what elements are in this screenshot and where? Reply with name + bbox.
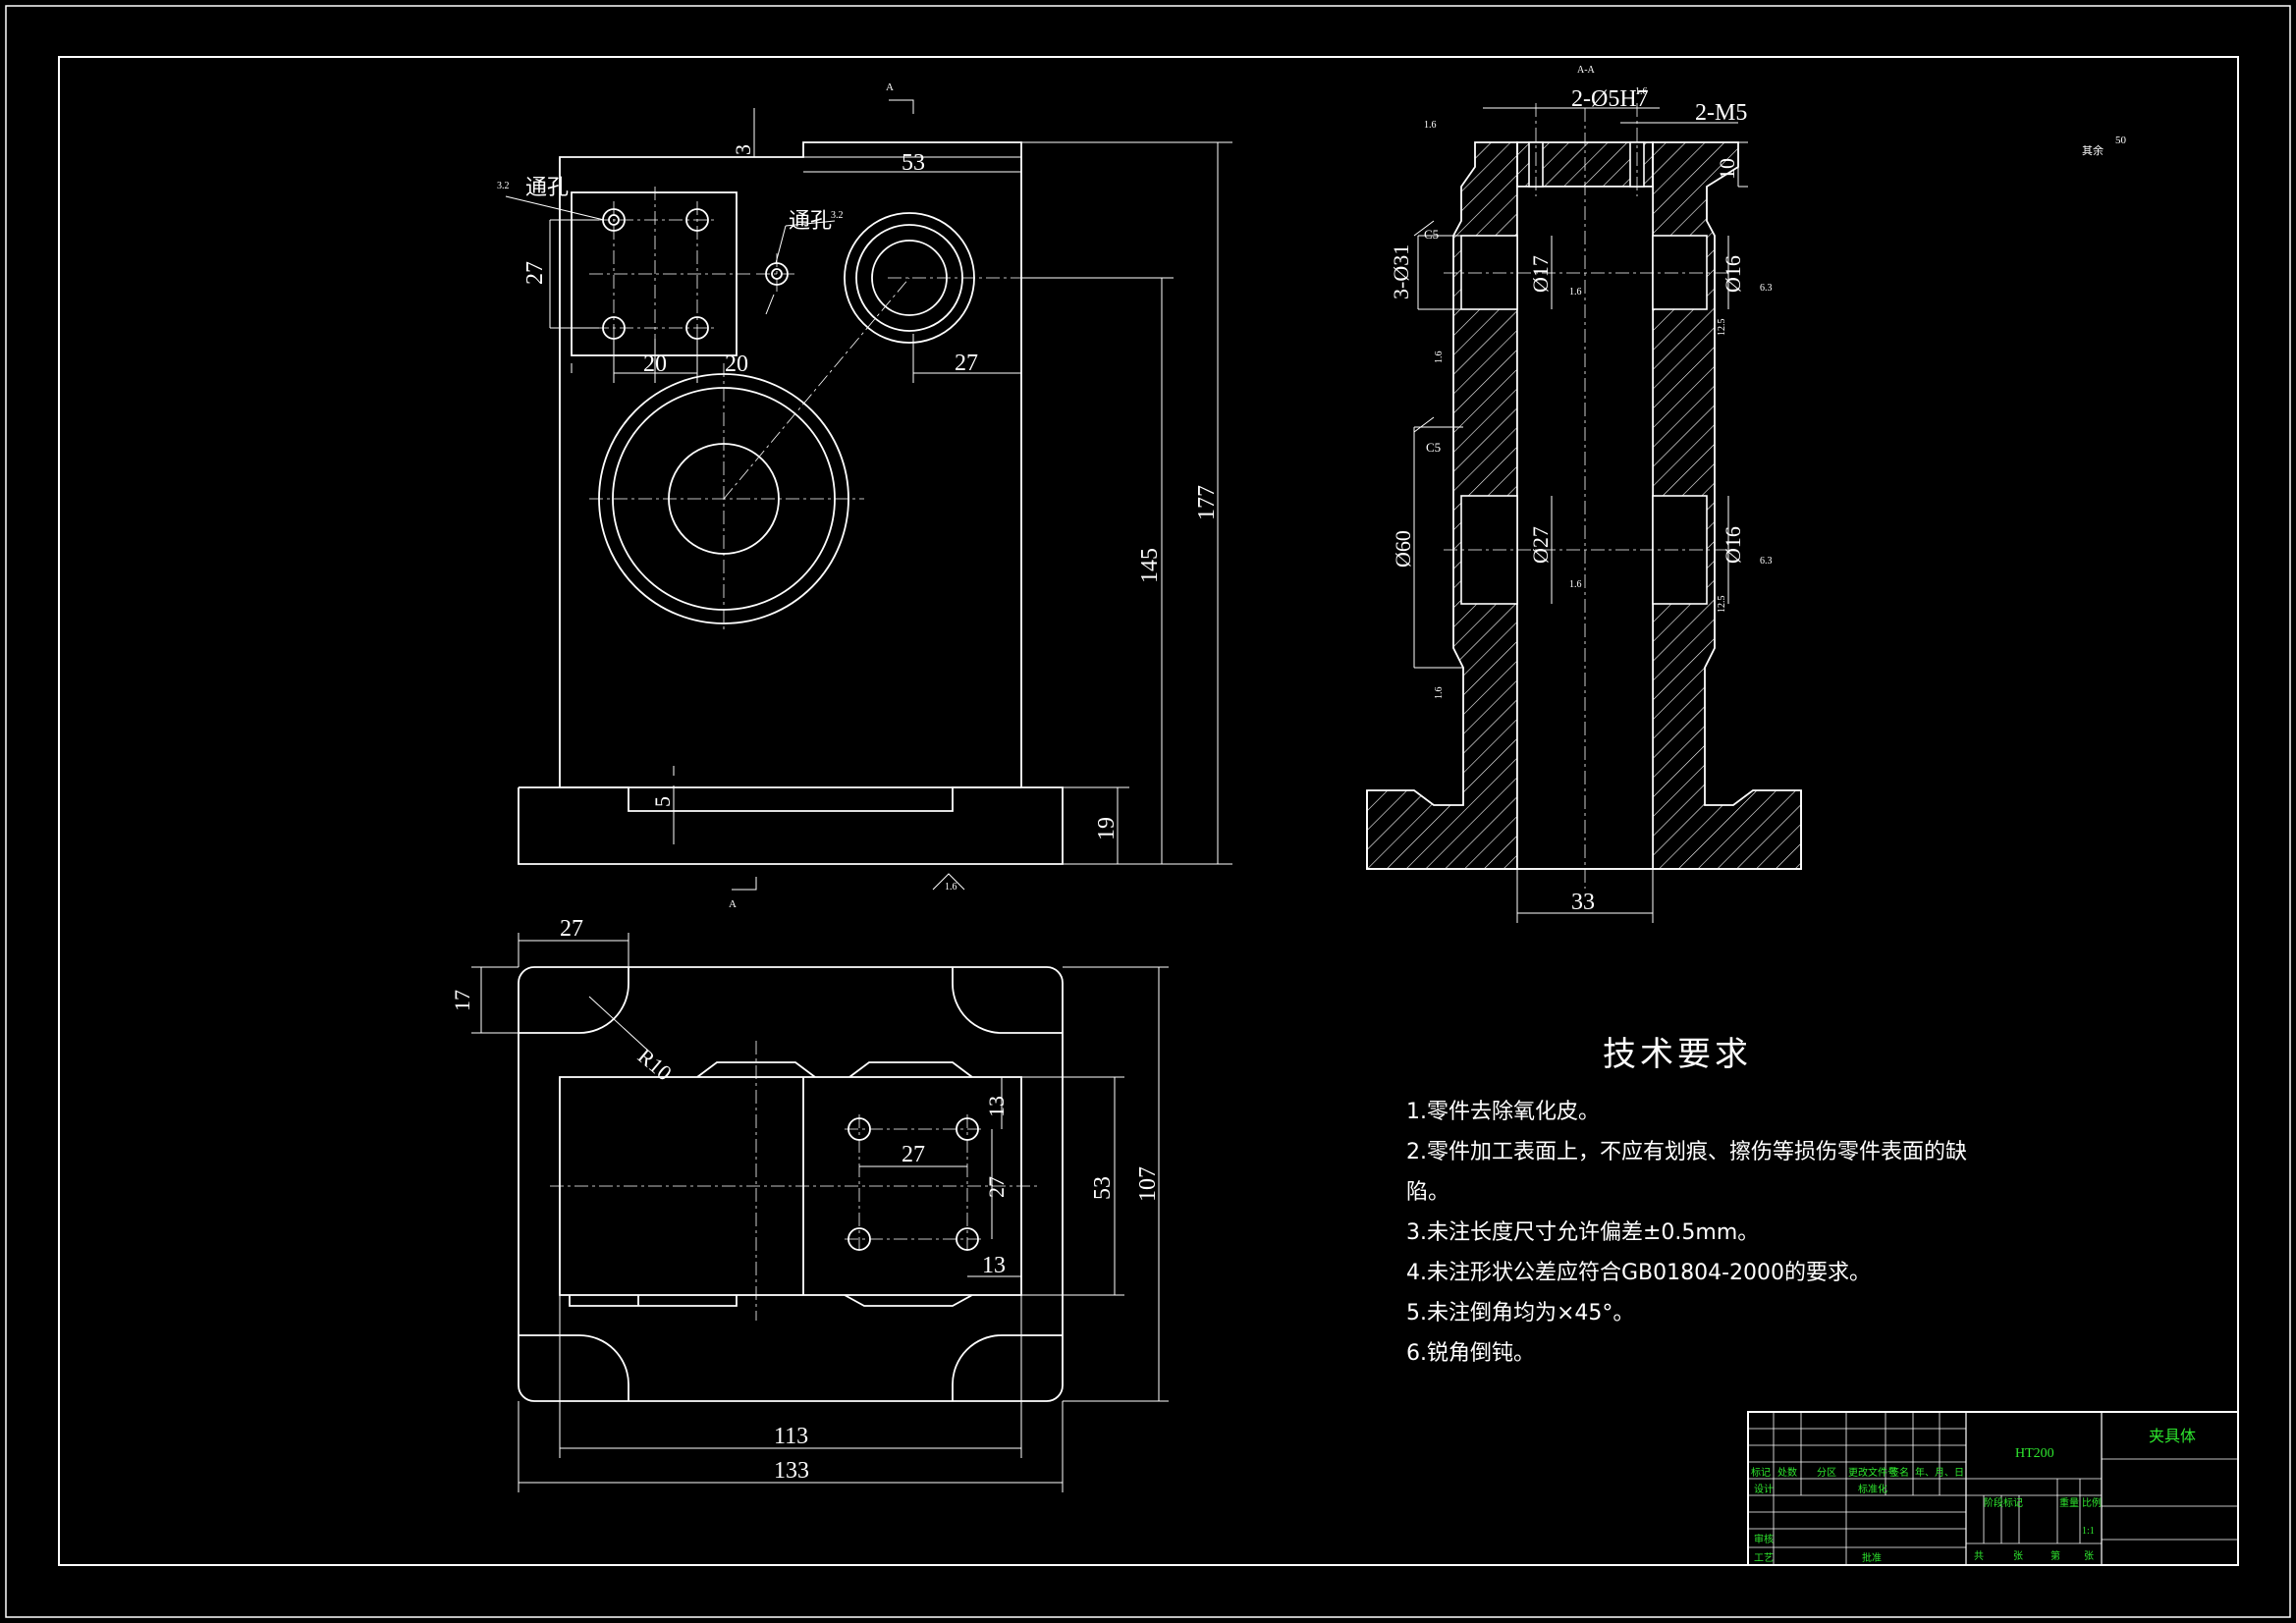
tb-scale: 1:1 (2082, 1526, 2095, 1537)
tech-item-2: 2.零件加工表面上，不应有划痕、擦伤等损伤零件表面的缺 (1406, 1140, 1967, 1164)
chamfer-lower: C5 (1426, 440, 1441, 455)
dim-hole-edge-side: 13 (982, 1253, 1006, 1278)
dim-pin-holes: 2-Ø5H7 (1571, 86, 1649, 112)
tb-header-5: 年、月、日 (1915, 1466, 1964, 1479)
tech-requirements-title: 技术要求 (1603, 1035, 1752, 1074)
roughness-s7: 6.3 (1760, 283, 1773, 294)
tb-row-process: 工艺 (1754, 1552, 1774, 1564)
tb-header-2: 分区 (1817, 1467, 1836, 1479)
dim-corner-height: 17 (450, 990, 474, 1011)
dim-hole-block-height: 27 (522, 261, 548, 285)
section-view (1366, 103, 1802, 923)
dim-base-recess: 5 (650, 796, 675, 807)
roughness-s2: 1.6 (1635, 86, 1648, 97)
tb-part-name: 夹具体 (2149, 1428, 2196, 1445)
dim-inner-length: 113 (774, 1424, 808, 1449)
front-view (505, 99, 1232, 891)
top-view (471, 933, 1169, 1492)
roughness-s3: 1.6 (1569, 287, 1582, 298)
inner-frame (58, 56, 2239, 1566)
tb-header-4: 签名 (1889, 1466, 1909, 1479)
roughness-s6: 1.6 (1434, 687, 1445, 700)
tb-sheets-unit1: 张 (2013, 1550, 2023, 1562)
surface-note-value: 50 (2115, 135, 2127, 146)
dim-hole-edge-top: 13 (984, 1096, 1009, 1117)
tech-item-5: 5.未注倒角均为×45°。 (1406, 1301, 1635, 1325)
dim-outer-60: Ø60 (1391, 530, 1415, 568)
tb-row-design: 设计 (1754, 1483, 1774, 1495)
dim-bore-27: Ø27 (1528, 526, 1553, 564)
dim-threads: 2-M5 (1695, 100, 1747, 126)
dim-hole-pitch-left: 20 (643, 352, 667, 377)
dim-hole-pitch-x: 27 (902, 1142, 925, 1167)
dim-corner-width: 27 (560, 916, 583, 942)
tb-material: HT200 (2015, 1446, 2054, 1461)
tb-sheets-total: 共 (1974, 1550, 1984, 1562)
section-label: A-A (1577, 65, 1596, 76)
tb-sheets-no: 第 (2050, 1549, 2060, 1562)
dim-hole-pitch-right: 20 (725, 352, 748, 377)
tech-item-2b: 陷。 (1406, 1180, 1450, 1205)
tech-item-1: 1.零件去除氧化皮。 (1406, 1100, 1600, 1124)
chamfer-upper: C5 (1424, 227, 1439, 242)
dim-base-height: 19 (1094, 817, 1120, 840)
dim-inner-width: 53 (1090, 1176, 1116, 1200)
tb-row-review: 审核 (1754, 1533, 1774, 1545)
tb-header-1: 处数 (1777, 1466, 1797, 1479)
dim-bore-16-upper: Ø16 (1721, 255, 1745, 293)
dim-bottom-width: 33 (1571, 890, 1595, 915)
dim-top-step: 3 (731, 144, 755, 155)
tech-requirements-list: 1.零件去除氧化皮。 2.零件加工表面上，不应有划痕、擦伤等损伤零件表面的缺 陷… (1406, 1092, 1967, 1374)
dim-top-width: 53 (902, 150, 925, 176)
roughness-s5: 1.6 (1434, 352, 1445, 364)
tech-item-6: 6.锐角倒钝。 (1406, 1341, 1535, 1366)
view-mark-bottom: A (729, 898, 737, 910)
dim-bore-3x: 3-Ø31 (1389, 244, 1413, 299)
tb-ratio: 比例 (2082, 1496, 2102, 1509)
tb-row-approve: 批准 (1862, 1551, 1882, 1564)
tb-stage-mark: 阶段标记 (1984, 1496, 2023, 1509)
tb-header-3: 更改文件号 (1848, 1466, 1897, 1479)
dim-total-height: 177 (1194, 485, 1220, 520)
roughness-left: 3.2 (497, 181, 510, 191)
dim-bore-17: Ø17 (1528, 255, 1553, 293)
dim-bore-16-lower: Ø16 (1721, 526, 1745, 564)
dim-top-thickness: 10 (1715, 158, 1739, 180)
tb-row-standard: 标准化 (1858, 1483, 1887, 1495)
tb-header-0: 标记 (1751, 1467, 1771, 1479)
roughness-s9: 12.5 (1717, 319, 1727, 337)
roughness-right: 3.2 (831, 210, 844, 221)
tech-item-3: 3.未注长度尺寸允许偏差±0.5mm。 (1406, 1220, 1760, 1245)
roughness-s8: 6.3 (1760, 556, 1773, 567)
outer-border (5, 5, 2291, 1618)
dim-total-depth: 107 (1135, 1166, 1161, 1202)
dim-right-offset: 27 (955, 351, 978, 376)
roughness-s1: 1.6 (1424, 120, 1437, 131)
roughness-s4: 1.6 (1569, 579, 1582, 590)
title-block (1747, 1411, 2239, 1566)
dim-hole-pitch-y: 27 (984, 1176, 1009, 1198)
dim-radius: R10 (633, 1044, 677, 1086)
note-through-hole-right: 通孔 (789, 208, 832, 233)
dim-inner-height: 145 (1137, 548, 1163, 583)
dim-total-length: 133 (774, 1458, 809, 1484)
roughness-s10: 12.5 (1717, 596, 1727, 614)
view-mark-top: A (886, 81, 894, 93)
note-through-hole-left: 通孔 (525, 175, 569, 199)
tb-sheets-unit2: 张 (2084, 1550, 2094, 1562)
roughness-base: 1.6 (945, 882, 957, 893)
surface-note-label: 其余 (2082, 143, 2104, 157)
tech-item-4: 4.未注形状公差应符合GB01804-2000的要求。 (1406, 1261, 1872, 1285)
tb-weight: 重量 (2059, 1496, 2079, 1509)
